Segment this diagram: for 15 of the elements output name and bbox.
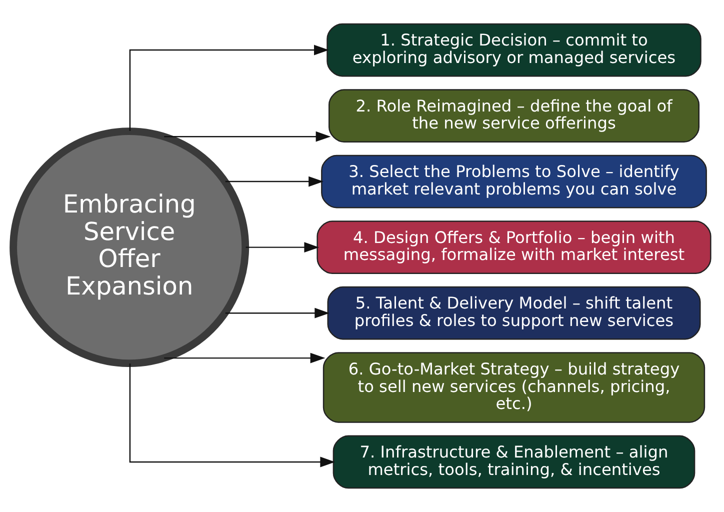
arrow: [129, 363, 336, 468]
arrow: [129, 44, 329, 131]
arrow: [164, 352, 326, 364]
node-box: 2. Role Reimagined – define the goal of the new service offerings: [328, 89, 700, 142]
node-box: 6. Go-to-Market Strategy – build strategy to sell new services (channels, pricing, etc.): [322, 352, 706, 423]
arrow: [225, 308, 330, 318]
node-box: 7. Infrastructure & Enablement – align metrics, tools, training, & incentives: [332, 435, 696, 489]
node-box: 5. Talent & Delivery Model – shift talent profiles & roles to support new services: [327, 286, 701, 340]
node-circle: Embracing Service Offer Expansion: [10, 128, 250, 368]
arrow: [246, 242, 320, 253]
arrow: [225, 176, 324, 187]
node-box: 4. Design Offers & Portfolio – begin with messaging, formalize with market interest: [316, 220, 712, 274]
node-box: 1. Strategic Decision – commit to exploring advisory or managed services: [326, 23, 702, 77]
arrow: [164, 131, 331, 142]
node-box: 3. Select the Problems to Solve – identify market relevant problems you can solve: [321, 154, 707, 208]
